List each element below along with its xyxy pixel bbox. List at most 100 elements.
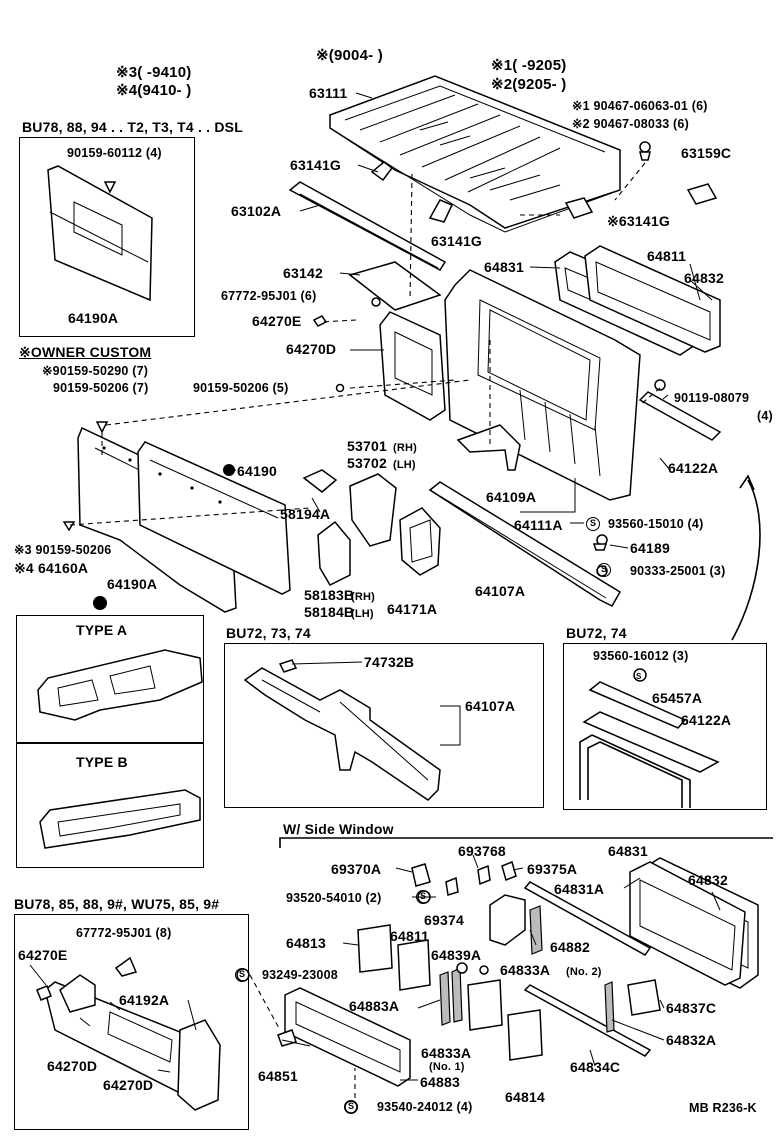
part-64883: 64883 (420, 1074, 460, 1090)
glass-64811-drawing (397, 939, 431, 991)
plate-64122a-box-drawing (582, 711, 720, 773)
part-58183b: 58183B (304, 587, 355, 603)
clip-69370a-drawing (411, 863, 431, 887)
type-b-label: TYPE B (76, 754, 128, 770)
part-69374: 69374 (424, 912, 464, 928)
part-4-64160a: ※4 64160A (14, 560, 89, 576)
inner-panel-64270d-drawing (379, 311, 446, 421)
code-header-1: ※1( -9205) (491, 57, 567, 74)
part-90333-25001: 90333-25001 (3) (630, 564, 726, 578)
leader-lines (69, 162, 661, 526)
part-90119-qty: (4) (757, 409, 773, 423)
strip-64832a-drawing (604, 981, 615, 1033)
bracket-63141g-right-drawing (564, 197, 594, 219)
pillar-64270d-box-drawing (177, 1019, 221, 1111)
part-64190: 64190 (237, 463, 277, 479)
part-58194a: 58194A (280, 506, 331, 522)
slider-64839a-drawing (489, 894, 526, 946)
header-rail-63102a-drawing (288, 181, 447, 271)
s-mark-icon: S (586, 517, 600, 531)
bu78-wu75-box (14, 914, 249, 1130)
latch-64837c-drawing (627, 979, 661, 1016)
part-64190a-bottom: 64190A (107, 576, 158, 592)
trim-panel-64190-drawing (137, 441, 291, 595)
bracket-63141g-bottom-drawing (428, 199, 454, 223)
part-64811-top: 64811 (647, 248, 687, 264)
rivet-90467-icon (639, 141, 651, 161)
part-64190a-top: 64190A (68, 310, 119, 326)
bracket-58183b-drawing (317, 520, 351, 586)
type-a-label: TYPE A (76, 622, 128, 638)
cross-member-64107a-drawing (428, 481, 622, 607)
rail-64834c-drawing (523, 984, 652, 1057)
part-64270d-box2: 64270D (103, 1077, 154, 1093)
s-mark-icon: S (344, 1100, 358, 1114)
part-58184b: 58184B (304, 604, 355, 620)
weatherstrip-64833a-drawing (439, 967, 463, 1026)
part-64270d-box1: 64270D (47, 1058, 98, 1074)
part-64833a-no1: 64833A (421, 1045, 472, 1061)
code-header-4: ※4(9410- ) (116, 82, 192, 99)
owner-custom-header: ※OWNER CUSTOM (19, 344, 152, 360)
part-63142: 63142 (283, 265, 323, 281)
part-58184b-lh: (LH) (351, 608, 374, 620)
pillar-64171a-drawing (399, 507, 441, 576)
glass-64813-drawing (357, 924, 393, 973)
window-frame-64831-drawing (629, 861, 746, 986)
part-67772-top: 67772-95J01 (6) (221, 289, 317, 303)
type-b-panel-drawing (39, 789, 201, 849)
weatherstrip-64882-drawing (529, 905, 543, 955)
svg-text:S: S (636, 672, 642, 681)
code-header-9004: ※(9004- ) (316, 47, 383, 64)
rail-64831a-drawing (523, 881, 652, 956)
part-64833a-no2: 64833A (500, 962, 551, 978)
clip-63159c-drawing (686, 183, 718, 205)
bu72-73-74-box (224, 643, 544, 808)
part-69375a: 69375A (527, 861, 578, 877)
part-64834c: 64834C (570, 1059, 621, 1075)
part-64122a-top: 64122A (668, 460, 719, 476)
part-64831a: 64831A (554, 881, 605, 897)
bu72-73-74-header: BU72, 73, 74 (226, 625, 311, 641)
part-64107a-box: 64107A (465, 698, 516, 714)
part-90467b: ※2 90467-08033 (6) (572, 117, 689, 131)
part-64833a-no1-suffix: (No. 1) (429, 1061, 465, 1073)
part-53702: 53702 (347, 455, 387, 471)
part-65457a: 65457A (652, 690, 703, 706)
type-b-box (16, 743, 204, 868)
part-93560-16012: 93560-16012 (3) (593, 649, 689, 663)
s-mark-icon: S (597, 563, 611, 577)
part-93249-23008: 93249-23008 (262, 968, 338, 982)
part-93560-15010: 93560-15010 (4) (608, 517, 704, 531)
bracket-65457a-drawing (588, 681, 687, 729)
part-64832-sw: 64832 (688, 872, 728, 888)
part-64111a: 64111A (514, 517, 563, 533)
part-90159-50290: ※90159-50290 (7) (42, 364, 149, 378)
code-header-3: ※3( -9410) (116, 64, 192, 81)
part-64189: 64189 (630, 540, 670, 556)
s-mark-icon: S (416, 890, 430, 904)
part-93540-24012: 93540-24012 (4) (377, 1100, 473, 1114)
part-63141g-bottom: 63141G (431, 233, 483, 249)
part-64833a-no2-suffix: (No. 2) (566, 966, 602, 978)
part-64192a: 64192A (119, 992, 170, 1008)
part-53702-lh: (LH) (393, 459, 416, 471)
part-64109a: 64109A (486, 489, 537, 505)
part-93520-54010: 93520-54010 (2) (286, 891, 382, 905)
part-64270d-top: 64270D (286, 341, 337, 357)
part-67772-box: 67772-95J01 (8) (76, 926, 172, 940)
part-53701-rh: (RH) (393, 442, 418, 454)
part-64831-sw: 64831 (608, 843, 648, 859)
bracket-58194a-drawing (302, 469, 338, 493)
bracket-63141g-left-drawing (370, 161, 394, 182)
frame-box-drawing (579, 734, 691, 808)
part-63102a: 63102A (231, 203, 282, 219)
s-mark-icon: S (235, 968, 249, 982)
bracket-64122a-drawing (638, 391, 722, 441)
part-64831-top: 64831 (484, 259, 524, 275)
part-64270e-box: 64270E (18, 947, 68, 963)
part-90159-50206-5: 90159-50206 (5) (193, 381, 289, 395)
label-leaders (228, 92, 713, 549)
bu72-74-box (563, 643, 767, 810)
